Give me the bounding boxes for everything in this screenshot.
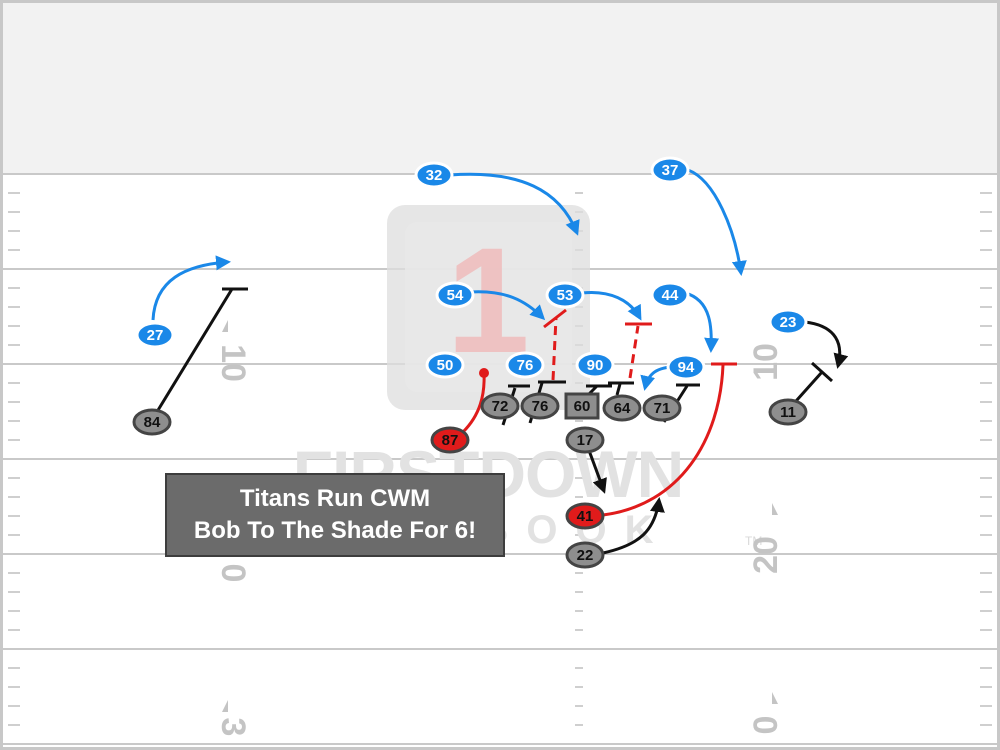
offense-player-60: 60 [564,392,600,420]
defender-94: 94 [666,353,706,381]
player-number: 76 [517,357,534,374]
player-number: 54 [447,287,464,304]
play-caption: Titans Run CWM Bob To The Shade For 6! [165,473,505,557]
player-number: 76 [532,398,549,415]
offense-player-87: 87 [430,426,470,454]
sky-band [3,3,997,173]
yard-number: 10 [747,343,785,381]
direction-arrow [772,503,778,515]
yard-number: 3 [214,718,252,737]
offense-player-41: 41 [565,502,605,530]
player-number: 27 [147,327,164,344]
route-22 [602,497,665,555]
player-number: 22 [577,547,594,564]
player-number: 11 [780,404,796,421]
yard-numbers: 10 0 3 10 20 0 [214,320,785,736]
player-number: 50 [437,357,454,374]
player-number: 44 [662,287,679,304]
player-number: 90 [587,357,604,374]
lead-block-path [461,372,486,434]
ball-carrier-path [602,364,725,517]
direction-arrow [222,700,228,712]
player-number: 32 [426,167,443,184]
caption-line-2: Bob To The Shade For 6! [193,517,477,544]
run-paths [461,308,737,517]
player-number: 72 [492,398,509,415]
route-27 [151,255,231,321]
defender-23: 23 [768,308,808,336]
player-number: 64 [614,400,631,417]
route-44 [684,291,720,353]
offense-player-76: 76 [520,392,560,420]
player-number: 37 [662,162,679,179]
logo-trademark: TM [745,534,762,548]
player-number: 23 [780,314,797,331]
yard-number: 10 [214,344,252,382]
offense-player-22: 22 [565,541,605,569]
offense-player-17: 17 [565,426,605,454]
route-54 [469,290,546,321]
route-32 [449,172,580,236]
defender-53: 53 [545,281,585,309]
offense-blocks [150,287,849,555]
offense-player-84: 84 [132,408,172,436]
offense-player-64: 64 [602,394,642,422]
defender-90: 90 [575,351,615,379]
player-number: 87 [442,432,459,449]
route-37 [687,168,747,276]
player-number: 71 [654,400,671,417]
direction-arrow [772,692,778,704]
hash-marks [8,192,992,726]
player-number: 60 [574,398,591,415]
pull-path-1 [551,317,558,381]
offense-player-11: 11 [768,398,808,426]
defender-32: 32 [414,161,454,189]
defense-routes [151,168,747,391]
defender-37: 37 [650,156,690,184]
player-number: 84 [144,414,161,431]
offense-player-72: 72 [480,392,520,420]
lead-block-point [479,368,489,378]
block-84 [150,288,234,421]
defender-44: 44 [650,281,690,309]
route-23 [804,320,849,369]
defender-50: 50 [425,351,465,379]
block-64 [615,383,622,396]
yard-number: 0 [214,564,252,583]
direction-arrow [222,320,228,332]
offense-player-71: 71 [642,394,682,422]
player-number: 94 [678,359,695,376]
yard-number: 0 [747,716,785,735]
players: 32 37 54 53 44 27 23 50 76 90 94 84 87 72 76 60 64 71 17 41… [132,156,808,569]
player-number: 41 [577,508,594,525]
route-53 [581,290,642,321]
pull-path-2 [628,325,640,379]
caption-line-1: Titans Run CWM [239,485,431,512]
player-number: 53 [557,287,574,304]
player-number: 17 [577,432,594,449]
defender-76: 76 [505,351,545,379]
defender-54: 54 [435,281,475,309]
yard-number: 20 [747,536,785,574]
defender-27: 27 [135,321,175,349]
